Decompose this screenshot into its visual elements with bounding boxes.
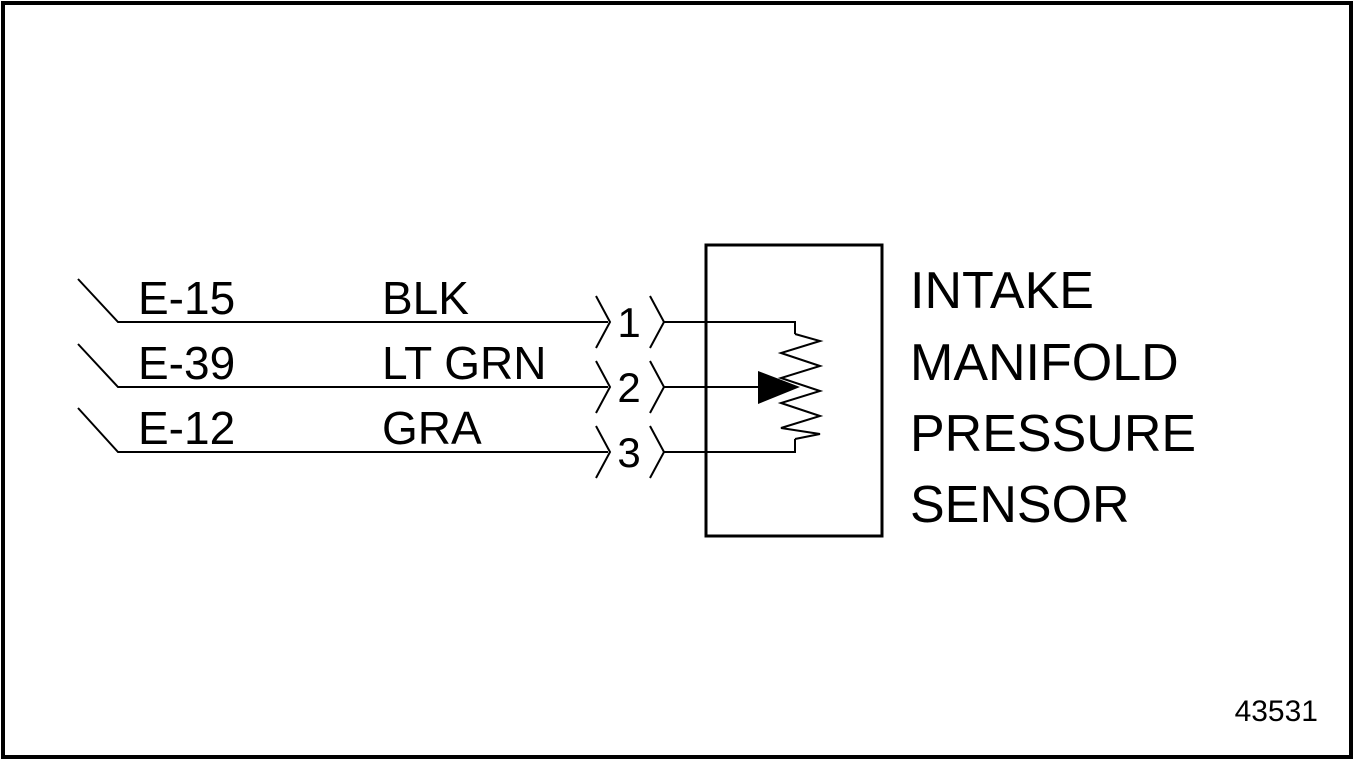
wire-2-line — [77, 343, 608, 388]
wire-row-3 — [77, 407, 796, 479]
wire-2-color: LT GRN — [382, 337, 546, 389]
wire-3-line — [77, 407, 608, 453]
wire-3-circuit: E-12 — [138, 402, 235, 454]
component-name-line-2: MANIFOLD — [910, 334, 1179, 392]
connector-1-male — [595, 295, 612, 349]
component-name-line-1: INTAKE — [910, 262, 1094, 320]
connector-3-female — [649, 425, 666, 479]
wire-row-2 — [77, 343, 762, 414]
wire-1-line — [77, 278, 608, 323]
connector-1-female — [649, 295, 666, 349]
wire-1-inner — [664, 321, 796, 334]
component-name-line-4: SENSOR — [910, 476, 1130, 534]
wire-2-circuit: E-39 — [138, 337, 235, 389]
wire-1-color: BLK — [382, 272, 469, 324]
sensor-box — [704, 243, 884, 538]
pin-1-label: 1 — [617, 299, 640, 346]
wire-3-inner — [664, 439, 796, 453]
pin-3-label: 3 — [617, 429, 640, 476]
figure-number: 43531 — [1235, 695, 1318, 728]
wire-row-1 — [77, 278, 796, 349]
pin-2-label: 2 — [617, 364, 640, 411]
potentiometer-resistor-icon — [777, 333, 824, 440]
potentiometer-wiper-arrow-icon — [758, 371, 800, 404]
wire-1-circuit: E-15 — [138, 272, 235, 324]
connector-3-male — [595, 425, 612, 479]
component-name-line-3: PRESSURE — [910, 405, 1196, 463]
connector-2-male — [595, 360, 612, 414]
wire-3-color: GRA — [382, 402, 482, 454]
connector-2-female — [649, 360, 666, 414]
